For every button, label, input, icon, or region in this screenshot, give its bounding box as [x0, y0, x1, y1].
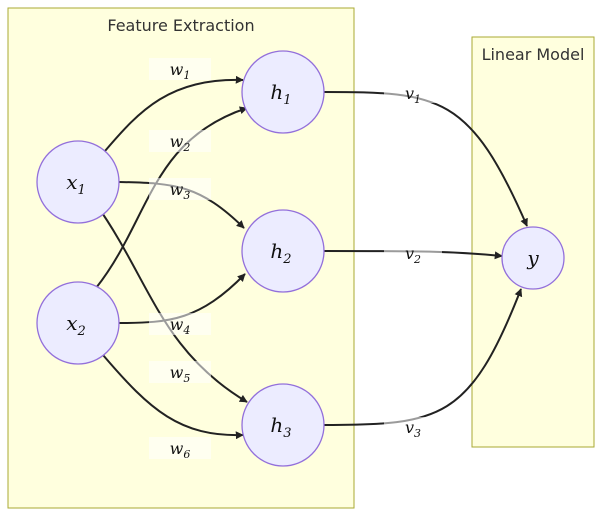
edge-label-w5-base: w [170, 363, 184, 382]
edge-label-w3-base: w [170, 180, 184, 199]
svg-text:w2: w2 [170, 132, 191, 154]
edge-label-v1-base: v [405, 84, 414, 103]
svg-text:h2: h2 [270, 239, 291, 267]
svg-text:h3: h3 [270, 413, 291, 441]
svg-text:y: y [526, 246, 539, 270]
edge-label-w4-sub: 4 [182, 324, 190, 337]
svg-text:h1: h1 [270, 80, 291, 108]
node-x1-sub: 1 [78, 183, 86, 198]
edge-label-w6: w6 [149, 437, 211, 461]
edge-label-w1-base: w [170, 60, 184, 79]
edge-label-w2-sub: 2 [182, 141, 190, 154]
node-h3-sub: 3 [283, 426, 291, 441]
nodes: x1 x2 h1 h2 h3 y [36, 50, 565, 467]
edge-label-w1: w1 [149, 58, 211, 82]
svg-text:w6: w6 [170, 439, 191, 461]
cluster-linear-model-title: Linear Model [482, 45, 585, 64]
edge-x1-h1 [104, 75, 244, 152]
node-x2-sub: 2 [77, 324, 86, 339]
node-h2-base: h [270, 239, 283, 263]
cluster-feature-extraction-title: Feature Extraction [107, 16, 254, 35]
edge-label-w2-base: w [170, 132, 184, 151]
node-y-base: y [526, 246, 539, 270]
edge-label-v3-sub: 3 [414, 427, 421, 440]
node-h1: h1 [241, 50, 325, 134]
edge-label-v2-sub: 2 [413, 253, 421, 266]
svg-text:w5: w5 [170, 363, 191, 385]
edge-label-w3: w3 [149, 178, 211, 202]
node-h2: h2 [241, 209, 325, 293]
node-h3: h3 [241, 383, 325, 467]
edge-h1-y [323, 91, 528, 227]
svg-text:v3: v3 [405, 418, 421, 440]
node-h1-sub: 1 [283, 93, 291, 108]
svg-text:w3: w3 [170, 180, 191, 202]
node-x2-circle [36, 281, 120, 365]
edge-x2-h3 [102, 354, 244, 440]
node-x1-base: x [66, 170, 77, 194]
node-x2: x2 [36, 281, 120, 365]
node-x2-base: x [66, 311, 77, 335]
node-y: y [501, 226, 565, 290]
cluster-linear-model: Linear Model [471, 36, 595, 448]
svg-text:x2: x2 [66, 311, 86, 339]
edge-labels: w1 w2 w3 w4 w5 w6 v1 v2 [149, 58, 442, 461]
svg-text:w4: w4 [170, 315, 191, 337]
edge-label-w4: w4 [149, 313, 211, 337]
node-h2-circle [241, 209, 325, 293]
edge-label-v1: v1 [384, 83, 442, 106]
node-h3-base: h [270, 413, 283, 437]
svg-text:v1: v1 [405, 84, 421, 106]
svg-text:x1: x1 [66, 170, 86, 198]
edge-label-w2: w2 [149, 130, 211, 154]
svg-text:w1: w1 [170, 60, 191, 82]
node-h1-circle [241, 50, 325, 134]
edge-label-v3: v3 [384, 417, 442, 440]
edge-label-w4-base: w [170, 315, 184, 334]
edge-label-v1-sub: 1 [414, 93, 421, 106]
edge-label-v2-base: v [405, 244, 414, 263]
edge-label-w5-sub: 5 [183, 372, 190, 385]
node-y-circle [501, 226, 565, 290]
edge-label-w6-sub: 6 [183, 448, 190, 461]
node-h3-circle [241, 383, 325, 467]
node-x1: x1 [36, 140, 120, 224]
edge-label-w6-base: w [170, 439, 184, 458]
node-h1-base: h [270, 80, 283, 104]
edge-label-w3-sub: 3 [183, 189, 190, 202]
edge-h3-y [323, 288, 523, 426]
edge-label-v2: v2 [384, 243, 442, 266]
node-x1-circle [36, 140, 120, 224]
edge-label-w5: w5 [149, 361, 211, 385]
edge-label-w1-sub: 1 [183, 69, 190, 82]
edge-x1-h3 [95, 203, 248, 403]
node-h2-sub: 2 [282, 252, 291, 267]
svg-text:v2: v2 [405, 244, 421, 266]
edge-label-v3-base: v [405, 418, 414, 437]
